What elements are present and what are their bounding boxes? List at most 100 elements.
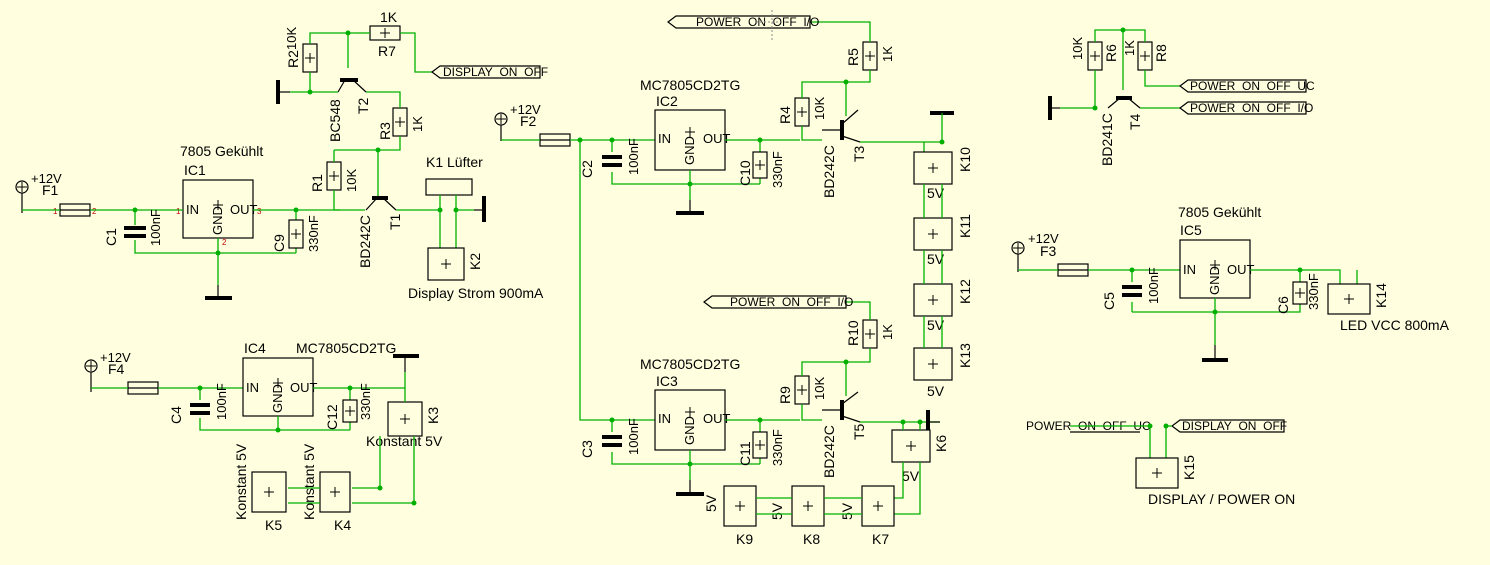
supply-12v-4: +12V F4 [84,350,131,392]
connector-k11: K11 5V [913,214,973,267]
svg-text:R2: R2 [285,50,301,68]
svg-text:T4: T4 [1127,113,1143,130]
net-power-on-off-io-1: POWER_ON_OFF_I/O [667,15,819,29]
connector-k8: K8 5V [769,485,825,547]
svg-text:GND: GND [210,206,225,235]
fuse-f1 [59,203,91,217]
svg-text:330nF: 330nF [358,383,373,420]
resistor-r8: 1K R8 [1122,40,1169,71]
capacitor-c10: C10 330nF [737,151,785,188]
svg-text:R9: R9 [777,386,793,404]
connector-k2: K2 [427,247,483,281]
svg-text:IC3: IC3 [656,373,678,389]
svg-text:2: 2 [222,238,227,247]
svg-text:K4: K4 [334,517,351,533]
svg-text:5V: 5V [927,185,945,201]
svg-text:+12V: +12V [1028,231,1059,246]
svg-text:3: 3 [257,207,262,216]
svg-text:IN: IN [246,380,259,395]
capacitor-c5: C5 100nF [1101,267,1161,310]
svg-text:10K: 10K [812,377,827,400]
svg-text:+12V: +12V [510,102,541,117]
svg-text:C4: C4 [168,406,184,424]
svg-text:C2: C2 [579,160,595,178]
svg-text:K6: K6 [933,435,949,452]
svg-text:K10: K10 [957,147,973,172]
connector-k6: K6 5V [891,429,949,484]
svg-text:330nF: 330nF [770,429,785,466]
svg-text:R3: R3 [377,122,393,140]
capacitor-c12: C12 330nF [324,383,373,430]
svg-text:R5: R5 [845,48,861,66]
capacitor-c1: C1 100nF [103,209,163,246]
svg-text:POWER_ON_OFF_I/O: POWER_ON_OFF_I/O [730,295,853,309]
svg-text:1: 1 [53,207,58,216]
svg-text:100nF: 100nF [626,418,641,455]
svg-text:T3: T3 [851,145,867,162]
connector-k10: K10 5V [913,147,973,201]
resistor-r10: R10 1K [845,319,895,349]
svg-text:R6: R6 [1103,44,1119,62]
svg-text:+12V: +12V [31,171,62,186]
ic2-regulator: IN OUT GND MC7805CD2TG IC2 [640,77,740,171]
resistor-r7: 1K R7 [369,9,401,59]
connector-k9: K9 5V [703,485,757,547]
svg-text:330nF: 330nF [770,151,785,188]
transistor-t5: BD242C T5 [821,391,867,478]
resistor-r3: R3 1K [377,107,425,140]
net-display-on-off-1: DISPLAY_ON_OFF [431,65,548,79]
svg-text:OUT: OUT [1227,262,1255,277]
net-power-on-off-io-3: POWER_ON_OFF_I/O [1179,101,1313,115]
svg-text:K1 Lüfter: K1 Lüfter [426,154,483,170]
connector-k7: K7 5V [839,485,895,547]
svg-text:K3: K3 [425,407,441,424]
resistor-r1: R1 10K [309,161,359,192]
svg-text:POWER_ON_OFF_I/O: POWER_ON_OFF_I/O [1190,101,1313,115]
svg-text:OUT: OUT [703,411,731,426]
supply-12v-3: +12V F3 [1011,231,1059,272]
svg-text:Display Strom 900mA: Display Strom 900mA [408,285,544,301]
svg-text:K5: K5 [265,517,282,533]
connector-k4: K4 Konstant 5V [301,443,351,533]
svg-text:BC548: BC548 [327,99,343,142]
svg-text:330nF: 330nF [1306,273,1321,310]
fuse-f2 [539,133,571,147]
svg-text:5V: 5V [927,317,945,333]
capacitor-c9: C9 330nF [271,215,321,252]
svg-text:1K: 1K [880,46,895,62]
svg-text:OUT: OUT [703,131,731,146]
capacitor-c4: C4 100nF [168,383,229,424]
svg-text:C9: C9 [271,234,287,252]
connector-k15: K15 DISPLAY / POWER ON [1135,455,1295,507]
resistor-r6: 10K R6 [1070,37,1119,71]
svg-text:5V: 5V [703,494,719,512]
ic3-regulator: IN OUT GND MC7805CD2TG IC3 [640,356,740,451]
ic5-regulator: IN OUT GND 7805 Gekühlt IC5 [1178,204,1261,299]
svg-text:5V: 5V [839,502,855,520]
svg-text:IC1: IC1 [184,162,206,178]
svg-text:IC5: IC5 [1180,222,1202,238]
capacitor-c2: 100nF [602,138,641,175]
svg-text:100nF: 100nF [148,209,163,246]
svg-text:R4: R4 [777,106,793,124]
svg-text:1K: 1K [1122,40,1137,56]
fuse-f4 [127,381,159,395]
svg-text:5V: 5V [902,468,920,484]
capacitor-c6: C6 330nF [1275,273,1321,314]
svg-text:1: 1 [176,207,181,216]
svg-text:K8: K8 [803,531,820,547]
svg-text:GND: GND [270,384,285,413]
svg-text:K13: K13 [957,343,973,368]
svg-text:7805 Gekühlt: 7805 Gekühlt [180,143,263,159]
svg-text:IN: IN [658,411,671,426]
net-power-on-off-io-2: POWER_ON_OFF_I/O [703,295,853,309]
fuse-f3 [1057,263,1089,277]
svg-text:10K: 10K [344,169,359,192]
connector-k13: K13 5V [913,343,973,399]
svg-text:POWER_ON_OFF_UC: POWER_ON_OFF_UC [1190,79,1315,93]
svg-text:K12: K12 [957,279,973,304]
svg-text:R1: R1 [309,174,325,192]
net-display-on-off-2: DISPLAY_ON_OFF [1171,419,1287,433]
svg-text:MC7805CD2TG: MC7805CD2TG [640,77,740,93]
